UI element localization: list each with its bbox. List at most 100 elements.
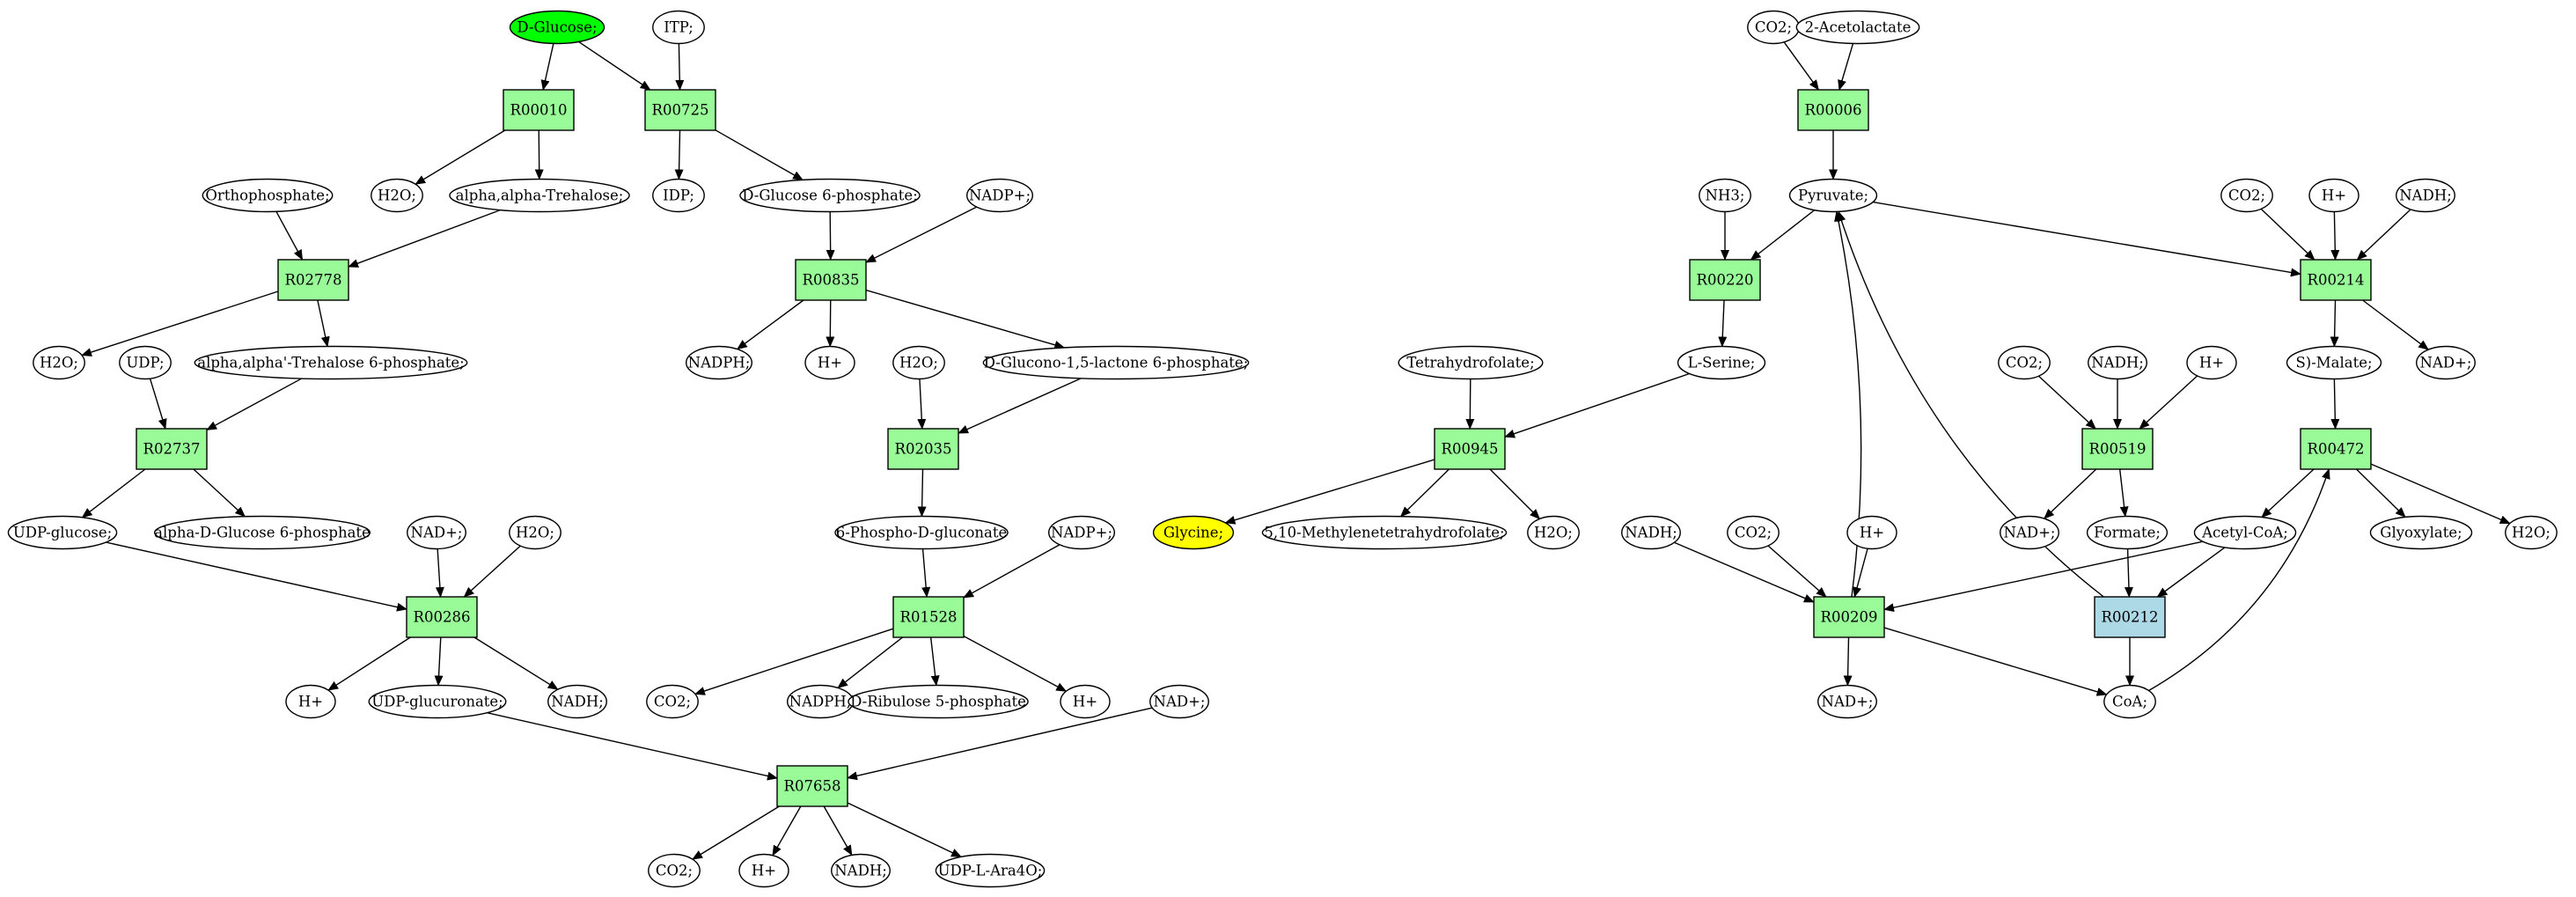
compound-label: ITP; [664, 19, 694, 36]
edge-r_R00472-to-c_acetylcoa [2261, 468, 2315, 518]
edge-c_6pg-to-r_R01528 [921, 548, 931, 598]
compound-label: 5,10-Methylenetetrahydrofolate; [1264, 525, 1504, 541]
reaction-box [795, 259, 867, 301]
reaction-label: R00209 [1821, 609, 1878, 626]
compound-node-co2: CO2; [646, 684, 699, 719]
compound-label: CO2; [2228, 187, 2265, 204]
compound-label: NAD+; [411, 525, 463, 541]
edge-c_co2_6-to-r_R00209 [1767, 545, 1827, 598]
compound-node-h: H+ [804, 345, 855, 380]
compound-ellipse [449, 178, 630, 213]
reaction-label: R00006 [1805, 102, 1862, 119]
edge-c_co2_5-to-r_R00519 [2038, 375, 2096, 430]
edge-c_pyruvate-to-r_R00214 [1872, 201, 2301, 277]
edge-c_glucono-to-r_R02035 [958, 378, 1082, 434]
reaction-label: R00945 [1442, 441, 1499, 458]
compound-node-5-10-methylenetetrahydrofolate: 5,10-Methylenetetrahydrofolate; [1261, 515, 1508, 550]
compound-label: Glyoxylate; [2380, 525, 2462, 541]
compound-label: NAD+; [2004, 525, 2056, 541]
compound-label: CoA; [2112, 694, 2147, 710]
reaction-box [2081, 428, 2154, 470]
edge-c_co2_3-to-r_R00006 [1783, 41, 1819, 91]
edge-r_R00725-to-c_g6p [715, 129, 804, 180]
edge-r_R00214-to-c_smalate [2330, 299, 2339, 348]
compound-label: NADH; [551, 694, 604, 710]
compound-node-nadph: NADPH; [787, 684, 855, 719]
compound-label: H2O; [1534, 525, 1573, 541]
compound-node-h2o: H2O; [1527, 515, 1580, 550]
compound-node-nadh: NADH; [2396, 178, 2455, 213]
reaction-box [1434, 428, 1506, 470]
compound-label: H2O; [516, 525, 554, 541]
compound-label: Formate; [2094, 525, 2161, 541]
compound-label: Pyruvate; [1798, 187, 1868, 204]
compound-label: H+ [2322, 187, 2346, 204]
reaction-label: R02035 [895, 441, 952, 458]
edge-c_acetolactate-to-r_R00006 [1838, 43, 1854, 91]
edge-c_udpglucuronate-to-r_R07658 [487, 712, 778, 781]
compound-label: CO2; [2006, 355, 2043, 371]
compound-label: H+ [298, 694, 323, 710]
reaction-node-r00010: R00010 [503, 89, 575, 131]
reaction-node-r02737: R02737 [136, 428, 208, 470]
edge-c_thf-to-r_R00945 [1465, 379, 1475, 430]
compound-ellipse [1727, 515, 1780, 550]
reaction-node-r00006: R00006 [1797, 89, 1869, 131]
reaction-node-r00835: R00835 [795, 259, 867, 301]
reaction-node-r02778: R02778 [277, 259, 349, 301]
compound-label: Acetyl-CoA; [2201, 525, 2288, 541]
edge-c_udp-to-r_R02737 [149, 378, 167, 430]
compound-label: H+ [1073, 694, 1097, 710]
reaction-box [1689, 259, 1761, 301]
compound-node-alpha-alpha-trehalose: alpha,alpha-Trehalose; [449, 178, 630, 213]
compound-ellipse [935, 853, 1046, 888]
compound-label: 6-Phospho-D-gluconate [836, 525, 1008, 541]
edge-c_smalate-to-r_R00472 [2330, 379, 2340, 430]
compound-node-alpha-d-glucose-6-phosphate: alpha-D-Glucose 6-phosphate [153, 515, 371, 550]
compound-label: CO2; [656, 863, 693, 879]
reaction-node-r00220: R00220 [1689, 259, 1761, 301]
compound-node-h: H+ [2308, 178, 2359, 213]
reaction-node-r00212: R00212 [2094, 596, 2166, 638]
reaction-node-r02035: R02035 [887, 428, 959, 470]
compound-ellipse [982, 345, 1250, 380]
edge-r_R00835-to-c_glucono [865, 289, 1066, 349]
reaction-label: R00835 [803, 272, 860, 289]
compound-node-nadh: NADH; [831, 853, 891, 888]
compound-label: NADH; [834, 863, 887, 879]
edge-r_R02778-to-c_h2o_2 [81, 290, 279, 357]
compound-ellipse [2416, 345, 2476, 380]
compound-ellipse [2000, 515, 2059, 550]
reaction-label: R00010 [510, 102, 568, 119]
edge-r_R02737-to-c_adg6p [193, 468, 246, 518]
compound-label: H+ [1860, 525, 1884, 541]
compound-label: alpha,alpha-Trehalose; [456, 187, 624, 204]
compound-ellipse [194, 345, 468, 380]
compound-label: CO2; [1755, 19, 1792, 36]
compound-ellipse [804, 345, 855, 380]
compound-ellipse [1152, 515, 1235, 550]
compound-ellipse [831, 853, 891, 888]
reaction-node-r00286: R00286 [406, 596, 478, 638]
compound-label: S)-Malate; [2295, 355, 2372, 371]
edge-r_R01528-to-c_hplus_3 [963, 635, 1068, 692]
compound-ellipse [119, 345, 172, 380]
compound-label: H2O; [899, 355, 938, 371]
edge-r_R00010-to-c_h2o_1 [415, 129, 506, 185]
reaction-node-r00209: R00209 [1813, 596, 1885, 638]
compound-ellipse [1677, 345, 1766, 380]
edge-r_R00472-to-c_glyoxylate [2355, 468, 2406, 518]
edge-r_R07658-to-c_hplus_4 [772, 805, 802, 857]
compound-node-h: H+ [738, 853, 789, 888]
compound-node-idp: IDP; [652, 178, 705, 213]
edge-r_R01528-to-c_co2_1 [694, 628, 894, 695]
compound-ellipse [547, 684, 607, 719]
compound-ellipse [2103, 684, 2156, 719]
edge-c_nad_2-to-r_R07658 [847, 707, 1153, 781]
compound-node-nad: NAD+; [1149, 684, 1209, 719]
compound-node-acetyl-coa: Acetyl-CoA; [2193, 515, 2297, 550]
compound-ellipse [1398, 345, 1544, 380]
compound-ellipse [2088, 345, 2147, 380]
compound-label: alpha-D-Glucose 6-phosphate [154, 525, 371, 541]
compound-label: L-Serine; [1688, 355, 1756, 371]
